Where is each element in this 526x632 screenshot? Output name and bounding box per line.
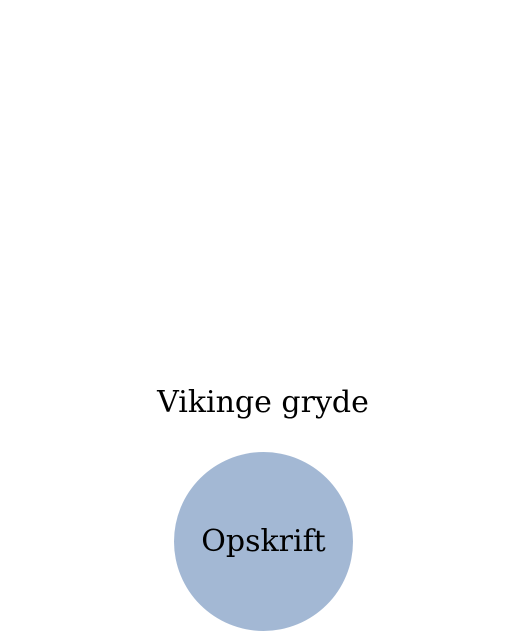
recipe-image-area [0, 0, 526, 370]
recipe-button-label: Opskrift [201, 523, 326, 559]
recipe-button[interactable]: Opskrift [174, 452, 353, 631]
recipe-title: Vikinge gryde [157, 385, 369, 420]
